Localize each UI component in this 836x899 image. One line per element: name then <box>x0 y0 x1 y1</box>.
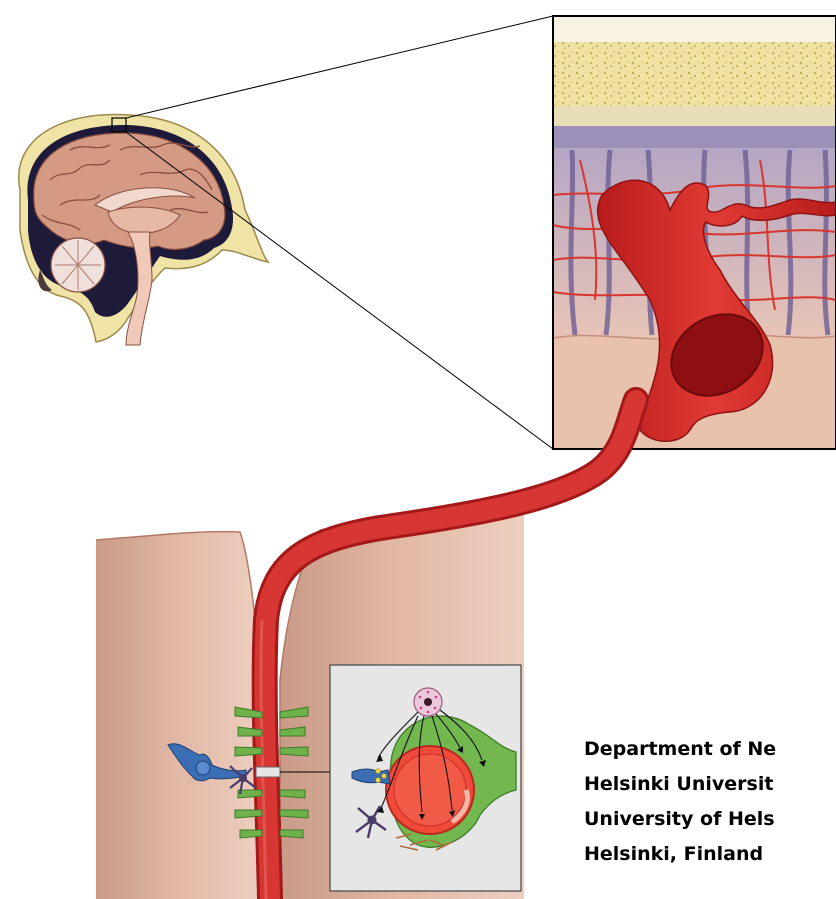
sagittal-head <box>19 16 553 449</box>
affiliation-line-3: University of Hels <box>584 802 776 837</box>
meninges-close-up <box>553 16 836 449</box>
neurovascular-inset <box>330 665 521 891</box>
affiliation-line-1: Department of Ne <box>584 732 776 767</box>
zoom-line-bottom <box>126 132 553 449</box>
inset-region-marker <box>256 767 280 777</box>
affiliation-line-2: Helsinki Universit <box>584 767 776 802</box>
affiliation-text: Department of Ne Helsinki Universit Univ… <box>584 732 776 872</box>
dura-mater <box>553 126 836 148</box>
skull-bone <box>553 40 836 106</box>
affiliation-line-4: Helsinki, Finland <box>584 837 776 872</box>
zoom-line-top <box>126 16 553 118</box>
